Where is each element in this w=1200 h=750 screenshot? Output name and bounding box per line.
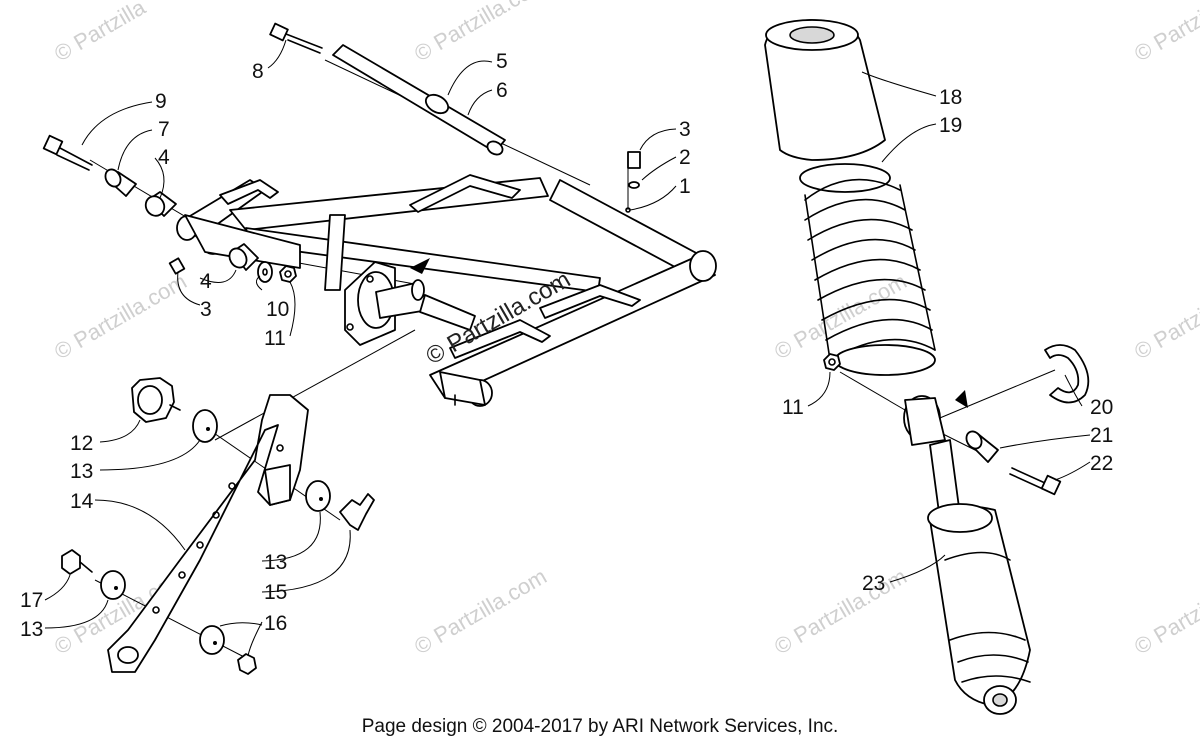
spring-retainer-20 — [1044, 344, 1090, 404]
washer-10 — [257, 261, 273, 283]
washer-13-a — [192, 409, 218, 443]
callout-6: 6 — [496, 79, 508, 102]
callout-labels: 8 5 6 9 7 4 4 3 10 11 3 2 1 12 13 14 13 … — [20, 50, 1113, 641]
swing-arm-frame-1 — [176, 151, 717, 407]
callout-19: 19 — [939, 114, 962, 137]
callout-20: 20 — [1090, 396, 1113, 419]
bolt-9 — [42, 134, 93, 171]
callout-12: 12 — [70, 432, 93, 455]
callout-18: 18 — [939, 86, 962, 109]
bolt-22 — [1009, 467, 1062, 496]
nut-11-right — [823, 353, 841, 371]
footer-copyright: Page design © 2004-2017 by ARI Network S… — [361, 716, 839, 737]
callout-3-lower: 3 — [200, 298, 212, 321]
watermark-text: © Partzilla — [1130, 0, 1200, 66]
nut-16 — [237, 653, 257, 675]
watermark-text: © Partzilla.com — [770, 564, 911, 660]
spring-19 — [799, 163, 936, 376]
watermark-text: © Partzilla.com — [410, 0, 551, 66]
callout-9: 9 — [155, 90, 167, 113]
callout-22: 22 — [1090, 452, 1113, 475]
washer-13-c — [100, 570, 126, 600]
watermark-text: © Partzilla.com — [410, 564, 551, 660]
callout-13-b: 13 — [264, 551, 287, 574]
callout-1: 1 — [679, 175, 691, 198]
watermark-text: © Partzilla — [1130, 587, 1200, 659]
watermark-layer: © Partzilla © Partzilla.com © Partzilla … — [50, 0, 1200, 659]
bolt-8 — [269, 22, 323, 54]
wing-nut-15 — [339, 493, 375, 531]
callout-17: 17 — [20, 589, 43, 612]
knob-12 — [131, 377, 181, 423]
callout-14: 14 — [70, 490, 94, 513]
washer-13-d — [199, 625, 225, 655]
callout-7: 7 — [158, 118, 170, 141]
bolt-17 — [61, 549, 93, 575]
bump-stop-18 — [764, 19, 886, 161]
watermark-text: © Partzilla — [50, 0, 150, 66]
callout-3-upper: 3 — [679, 118, 691, 141]
strap-14 — [107, 394, 309, 673]
bushing-21 — [965, 430, 999, 463]
callout-13-a: 13 — [70, 460, 93, 483]
callout-21: 21 — [1090, 424, 1113, 447]
bushing-4-upper — [144, 191, 177, 217]
bushing-7 — [104, 168, 137, 197]
callout-13-c: 13 — [20, 618, 43, 641]
callout-11-right: 11 — [782, 396, 804, 419]
callout-4-lower: 4 — [200, 270, 212, 293]
callout-16: 16 — [264, 612, 287, 635]
callout-11-left: 11 — [264, 327, 286, 350]
watermark-text: © Partzilla.com — [50, 269, 191, 365]
callout-23: 23 — [862, 572, 885, 595]
shaft-5-6 — [332, 44, 506, 156]
callout-5: 5 — [496, 50, 508, 73]
grease-fitting-3-lower — [168, 257, 186, 275]
callout-2: 2 — [679, 146, 691, 169]
nut-11-left — [279, 265, 297, 283]
callout-8: 8 — [252, 60, 264, 83]
leader-lines — [44, 39, 1091, 657]
callout-10: 10 — [266, 298, 289, 321]
watermark-text: © Partzilla — [1130, 292, 1200, 364]
callout-15: 15 — [264, 581, 287, 604]
shock-absorber-23 — [903, 390, 1031, 715]
bushing-4-lower — [228, 243, 259, 271]
washer-13-b — [305, 480, 331, 512]
callout-4-upper: 4 — [158, 146, 170, 169]
